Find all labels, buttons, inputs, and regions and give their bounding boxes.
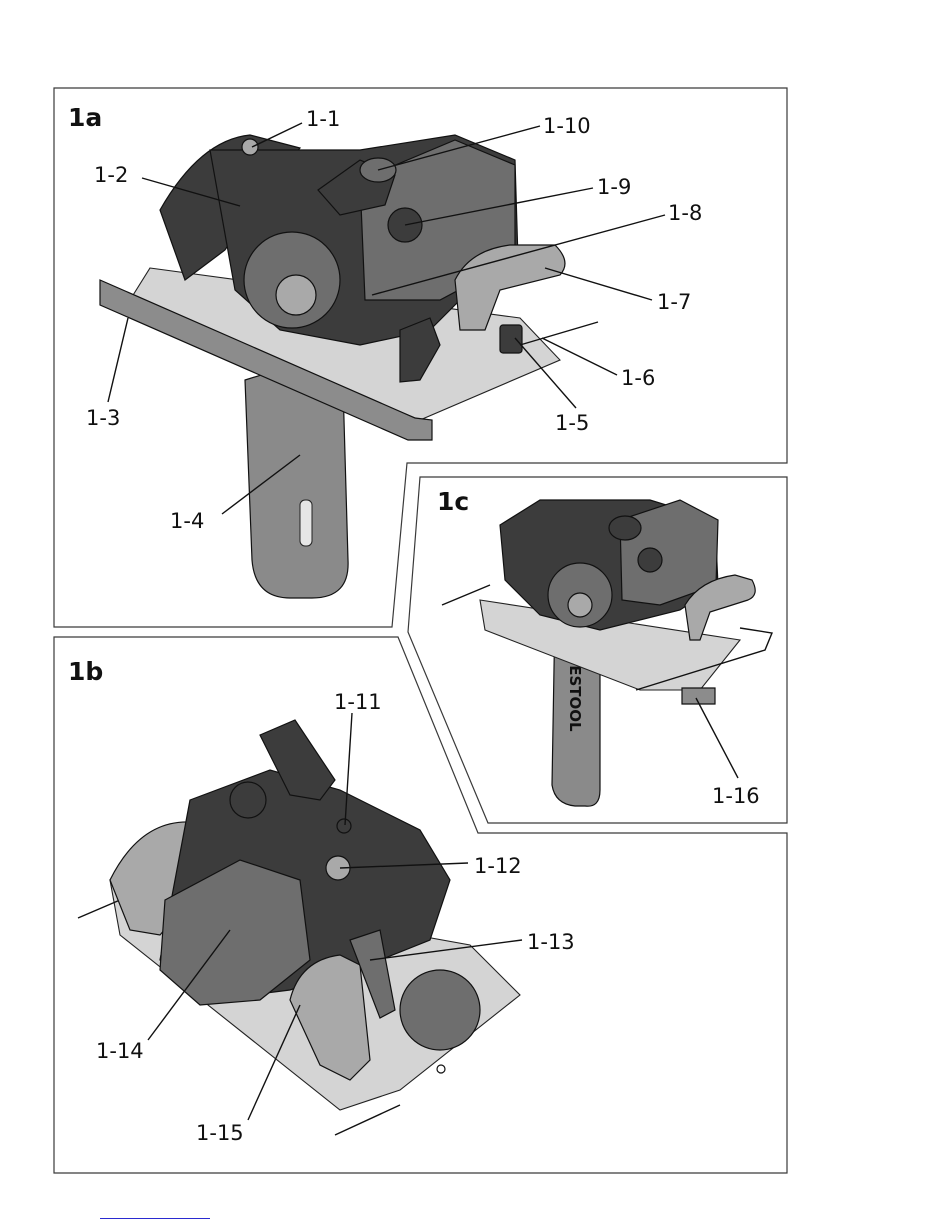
callout-1-9: 1-9 bbox=[597, 175, 631, 199]
dust-port-1c bbox=[609, 516, 641, 540]
callout-1-16: 1-16 bbox=[712, 784, 760, 808]
callout-1-12: 1-12 bbox=[474, 854, 522, 878]
callout-1-2: 1-2 bbox=[94, 163, 128, 187]
chain-bar-slot-1a bbox=[300, 500, 312, 546]
tension-knob-1c bbox=[638, 548, 662, 572]
sprocket-1c bbox=[568, 593, 592, 617]
callout-1-13: 1-13 bbox=[527, 930, 575, 954]
callout-1-7: 1-7 bbox=[657, 290, 691, 314]
panel-1b-title: 1b bbox=[68, 657, 103, 686]
panel-1c-title: 1c bbox=[437, 487, 469, 516]
callout-1-6: 1-6 bbox=[621, 366, 655, 390]
callout-1-8: 1-8 bbox=[668, 201, 702, 225]
callout-1-1: 1-1 bbox=[306, 107, 340, 131]
callout-1-3: 1-3 bbox=[86, 406, 120, 430]
sprocket-1a bbox=[276, 275, 316, 315]
callout-1-4: 1-4 bbox=[170, 509, 204, 533]
panel-1a-title: 1a bbox=[68, 103, 102, 132]
callout-1-10: 1-10 bbox=[543, 114, 591, 138]
callout-1-5: 1-5 bbox=[555, 411, 589, 435]
lock-button-1a bbox=[242, 139, 258, 155]
tension-knob-1b bbox=[230, 782, 266, 818]
panel-1c: 1c FESTOOL 1-16 bbox=[408, 477, 787, 823]
callout-1-15: 1-15 bbox=[196, 1121, 244, 1145]
depth-lever-1a bbox=[500, 325, 522, 353]
callout-1-11: 1-11 bbox=[334, 690, 382, 714]
stud-1b bbox=[337, 819, 351, 833]
blade-guard-1b bbox=[400, 970, 480, 1050]
callout-1-14: 1-14 bbox=[96, 1039, 144, 1063]
footer-link-underline bbox=[100, 1218, 210, 1219]
